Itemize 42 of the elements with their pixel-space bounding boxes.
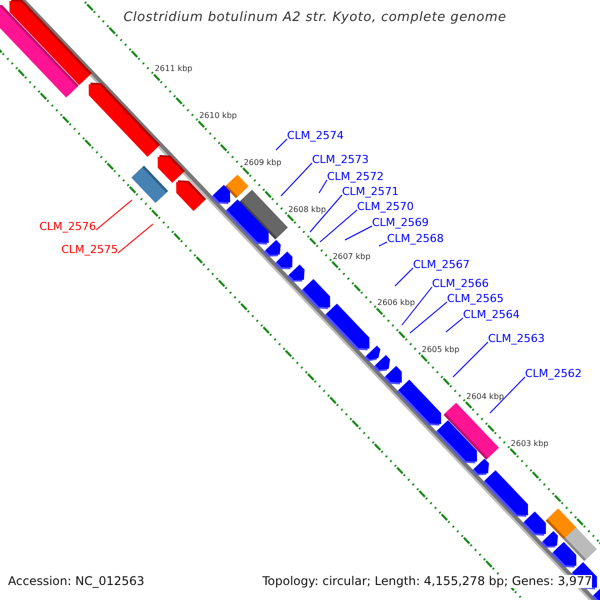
gene-label: CLM_2564 [463, 308, 520, 321]
diagram-title: Clostridium botulinum A2 str. Kyoto, complete genome [122, 10, 508, 26]
scale-label: 2605 kbp [422, 344, 460, 356]
gene-label: CLM_2571 [342, 185, 399, 198]
gene-label: CLM_2563 [488, 332, 545, 345]
leader-line [310, 194, 342, 232]
gene-label: CLM_2562 [525, 367, 582, 380]
accession-text: Accession: NC_012563 [8, 575, 144, 588]
leader-line [452, 342, 488, 378]
scale-label: 2607 kbp [332, 250, 370, 263]
gene-label: CLM_2572 [327, 170, 384, 183]
leader-line [320, 210, 358, 242]
leader-line [118, 224, 154, 254]
leader-line [318, 180, 328, 194]
leader-line [344, 226, 372, 240]
gene-label: CLM_2566 [432, 277, 489, 290]
scale-label: 2608 kbp [288, 204, 326, 216]
gene-label: CLM_2574 [287, 129, 344, 142]
leader-line [280, 162, 312, 196]
gene-label: CLM_2573 [312, 153, 369, 166]
leader-line [410, 302, 448, 334]
gene-label: CLM_2575 [61, 243, 118, 256]
gene-label: CLM_2576 [39, 220, 96, 233]
leader-line [96, 200, 132, 230]
leader-line [446, 318, 464, 332]
scale-label: 2609 kbp [244, 157, 282, 170]
leader-line [378, 242, 388, 246]
gene-label: CLM_2565 [447, 292, 504, 305]
gene-label: CLM_2568 [387, 232, 444, 245]
gene-label: CLM_2570 [357, 200, 414, 213]
leader-line [276, 138, 288, 150]
gene-label: CLM_2567 [413, 258, 470, 271]
scale-label: 2604 kbp [466, 390, 504, 403]
leader-line [402, 286, 432, 326]
scale-label: 2606 kbp [377, 297, 415, 310]
genome-summary: Topology: circular; Length: 4,155,278 bp; Genes: 3,977 [262, 575, 592, 588]
leader-line [490, 376, 526, 414]
scale-label: 2610 kbp [199, 110, 237, 122]
scale-label: 2611 kbp [154, 63, 192, 76]
leader-line [394, 268, 414, 286]
gene-label: CLM_2569 [372, 216, 429, 229]
scale-label: 2603 kbp [510, 438, 548, 450]
